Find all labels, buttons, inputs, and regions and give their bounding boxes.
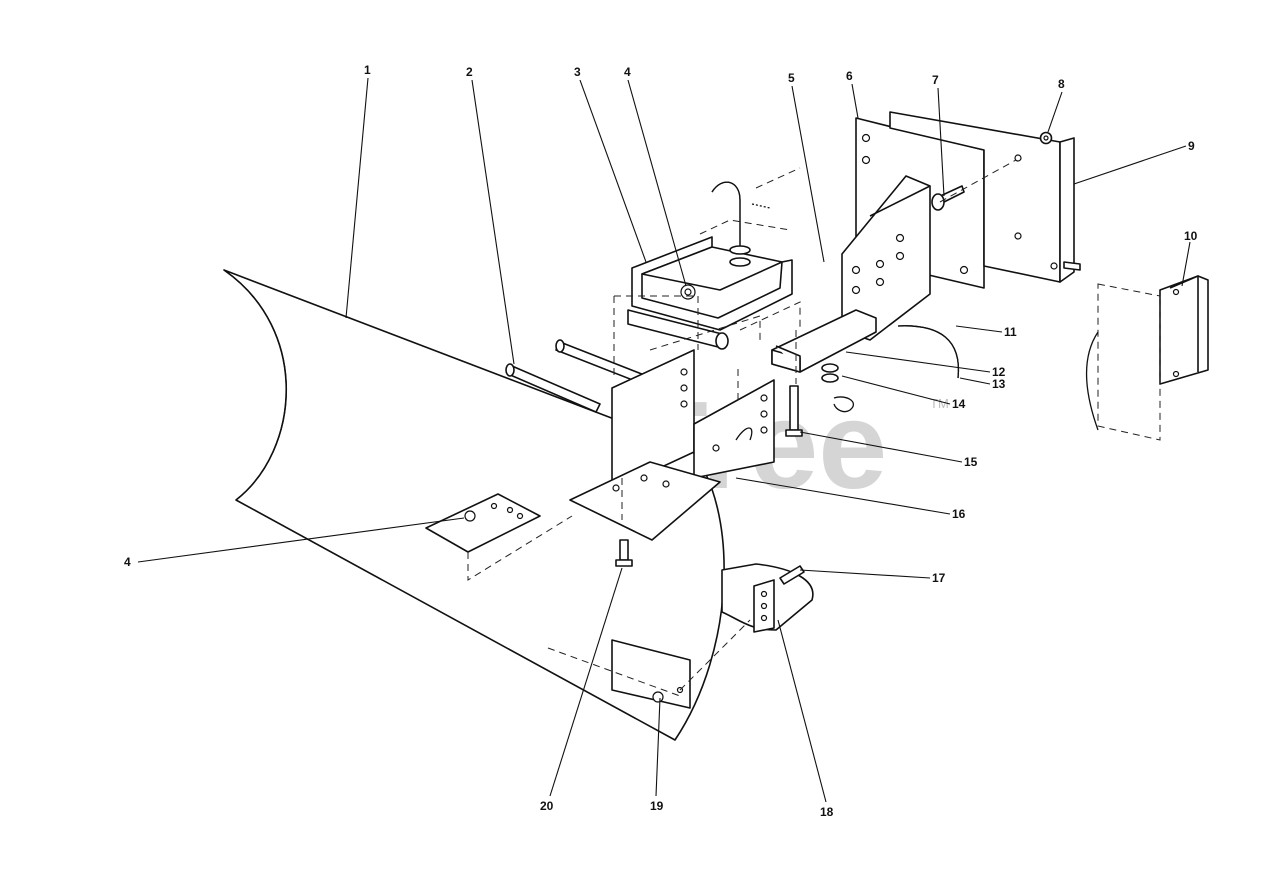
- callout-16[interactable]: 16: [952, 507, 966, 521]
- callout-7[interactable]: 7: [932, 73, 939, 87]
- part-side-bracket[interactable]: [1085, 275, 1209, 441]
- callout-14[interactable]: 14: [952, 397, 966, 411]
- part-mount-bracket[interactable]: [569, 349, 775, 541]
- callout-20[interactable]: 20: [540, 799, 554, 813]
- callout-15[interactable]: 15: [964, 455, 978, 469]
- callout-8[interactable]: 8: [1058, 77, 1065, 91]
- callout-13[interactable]: 13: [992, 377, 1006, 391]
- part-carriage-bolt[interactable]: [615, 539, 633, 567]
- part-blade[interactable]: [223, 269, 725, 741]
- part-rear-plate[interactable]: [889, 111, 1081, 283]
- callout-12[interactable]: 12: [992, 365, 1006, 379]
- callout-18[interactable]: 18: [820, 805, 834, 819]
- callout-5[interactable]: 5: [788, 71, 795, 85]
- callout-17[interactable]: 17: [932, 571, 946, 585]
- callout-19[interactable]: 19: [650, 799, 664, 813]
- part-pin[interactable]: [505, 339, 653, 413]
- callout-11[interactable]: 11: [1004, 325, 1017, 339]
- callout-labels: 1 2 3 4 5 6 7 8 9 10 11 12 13 14 15 16 1…: [124, 63, 1198, 819]
- callout-3[interactable]: 3: [574, 65, 581, 79]
- callout-9[interactable]: 9: [1188, 139, 1195, 153]
- callout-6[interactable]: 6: [846, 69, 853, 83]
- callout-4[interactable]: 4: [624, 65, 631, 79]
- callout-2[interactable]: 2: [466, 65, 473, 79]
- part-pivot-bracket[interactable]: [627, 181, 793, 350]
- callout-4-lower[interactable]: 4: [124, 555, 131, 569]
- leader-lines: [137, 77, 1191, 803]
- part-skid-shoe[interactable]: [721, 563, 814, 633]
- callout-10[interactable]: 10: [1184, 229, 1198, 243]
- assembly-lines: [467, 159, 1017, 697]
- callout-1[interactable]: 1: [364, 63, 371, 77]
- part-hitch-frame[interactable]: [771, 131, 1053, 437]
